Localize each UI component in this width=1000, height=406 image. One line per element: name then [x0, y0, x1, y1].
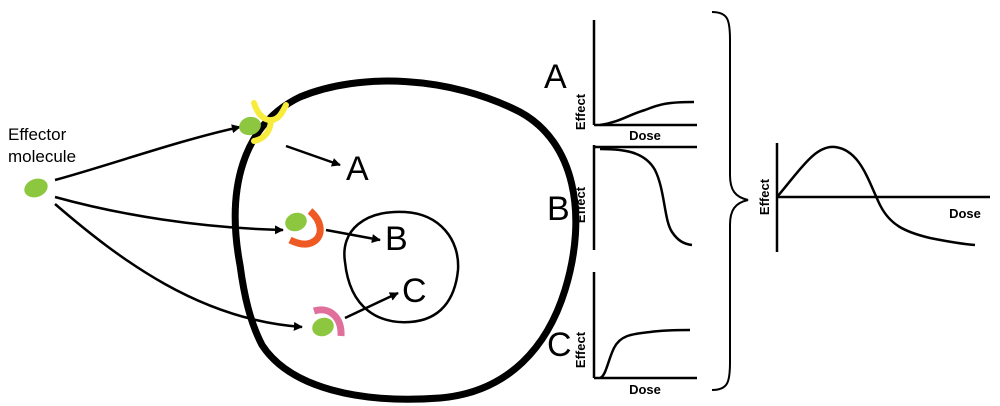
combined-panel: Effect Dose: [757, 143, 990, 252]
panel-c-curve: [599, 328, 691, 380]
panel-b-ylabel: Effect: [573, 186, 588, 223]
combined-curve: [776, 145, 976, 247]
bound-molecule-a: [239, 116, 261, 136]
panel-a-xlabel: Dose: [629, 128, 661, 143]
combined-xlabel: Dose: [949, 206, 981, 221]
arrow-a-to-target: [285, 144, 341, 167]
arrow-to-receptor-a: [54, 124, 241, 182]
panel-c: C Effect Dose: [547, 272, 697, 397]
bound-molecule-c: [312, 317, 334, 337]
panel-a: A Effect Dose: [544, 20, 697, 143]
combined-ylabel: Effect: [757, 178, 772, 215]
panel-a-letter: A: [544, 58, 567, 96]
panel-a-ylabel: Effect: [573, 93, 588, 130]
panel-c-letter: C: [547, 326, 572, 364]
target-c-label: C: [402, 272, 427, 310]
effector-label-line2: molecule: [8, 147, 76, 166]
panel-a-curve: [599, 100, 695, 127]
curly-brace: [711, 11, 749, 391]
target-a-label: A: [346, 150, 369, 188]
arrow-to-receptor-b: [54, 195, 284, 235]
panel-b-letter: B: [547, 190, 570, 228]
nucleus: [343, 210, 460, 324]
arrow-to-receptor-c: [54, 203, 303, 331]
target-b-label: B: [385, 220, 408, 258]
panel-c-xlabel: Dose: [629, 382, 661, 397]
panel-c-ylabel: Effect: [573, 331, 588, 368]
panel-b-curve: [599, 147, 693, 247]
bound-molecule-b: [285, 212, 307, 232]
arrow-c-to-target: [344, 291, 399, 320]
effector-label-line1: Effector: [8, 125, 67, 144]
cell-membrane: [231, 77, 580, 403]
panel-b: B Effect: [547, 145, 697, 250]
receptor-b: [285, 208, 324, 248]
effector-molecule: [24, 178, 48, 198]
receptor-a: [239, 100, 289, 144]
arrow-b-to-target: [325, 228, 381, 243]
receptor-c: [312, 306, 345, 337]
